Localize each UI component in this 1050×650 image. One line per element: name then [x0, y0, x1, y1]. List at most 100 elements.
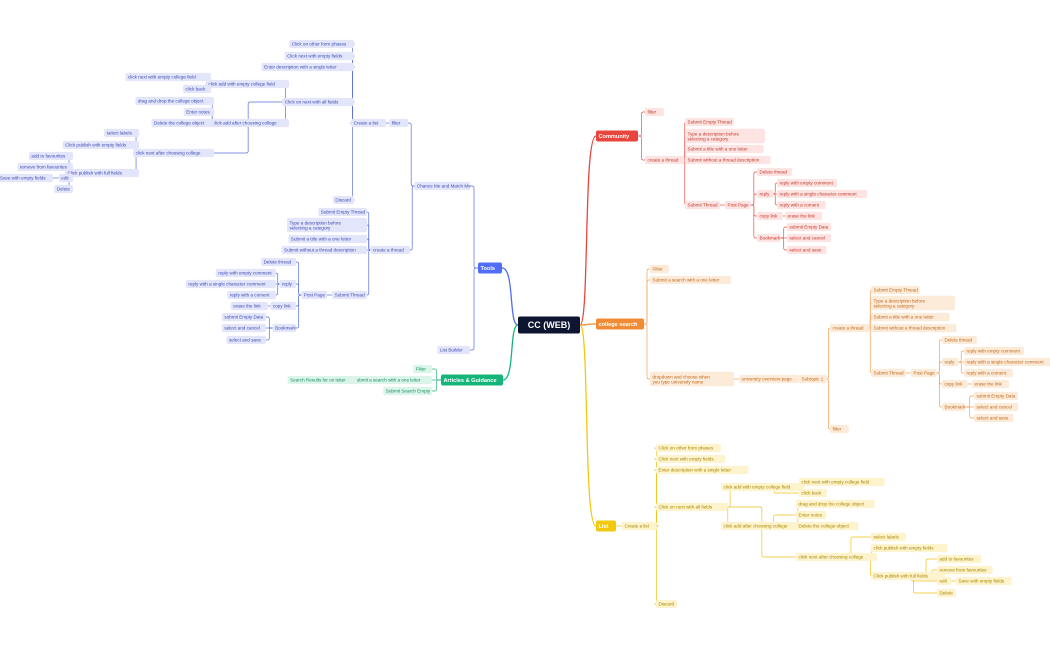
node-click-publish-with-empty-fields[interactable]: click publish with empty fields	[871, 543, 948, 553]
node-delete-thread[interactable]: Delete thread	[942, 335, 977, 345]
node-list[interactable]: List	[596, 520, 616, 532]
node-reply-with-a-coment[interactable]: reply with a coment	[777, 200, 826, 210]
node-enter-notes[interactable]: Enter notes	[796, 510, 827, 520]
node-articles-guidance[interactable]: Articles & Guidance	[441, 374, 503, 386]
node-submit-a-title-with-a-one-letter[interactable]: Submit a title with a one letter	[288, 234, 367, 244]
node-click-next-with-empty-fields[interactable]: Click next with empty fields	[284, 51, 354, 61]
node-click-next-with-empty-college-field[interactable]: click next with empty college field	[799, 477, 885, 487]
node-delete[interactable]: Delete	[54, 184, 73, 194]
node-enter-description-with-a-single-letter[interactable]: Enter description with a single letter	[261, 62, 354, 72]
node-select-and-cancel[interactable]: select and cancel	[974, 402, 1019, 412]
node-click-back[interactable]: click back	[183, 84, 211, 94]
node-submit-thread[interactable]: Submit Thread	[871, 368, 906, 378]
node-bookmark[interactable]: Bookmark	[942, 402, 966, 412]
node-cc-web[interactable]: CC (WEB)	[518, 316, 580, 334]
node-submit-thread[interactable]: Submit Thread	[332, 290, 367, 300]
node-enter-description-with-a-single-letter[interactable]: Enter description with a single letter	[656, 465, 749, 475]
node-drag-and-drop-the-college-object[interactable]: drag and drop the college object	[796, 499, 875, 509]
node-community[interactable]: Community	[596, 130, 638, 142]
node-submit-a-search-with-a-one-letter[interactable]: Submit a search with a one letter	[351, 375, 432, 385]
node-select-and-save[interactable]: select and save	[974, 413, 1014, 423]
node-click-add-after-choosing-college[interactable]: click add after choosing college	[721, 521, 800, 531]
node-reply-with-empty-comment[interactable]: reply with empty comment	[777, 178, 838, 188]
node-reply[interactable]: reply	[942, 357, 959, 367]
node-submit-a-search-with-a-one-letter[interactable]: Submit a search with a one letter	[650, 275, 731, 285]
node-submit-without-a-thread-description[interactable]: Submit without a thread description	[685, 155, 771, 165]
node-add-to-favourites[interactable]: add to favourites	[937, 554, 982, 564]
node-create-a-list[interactable]: Create a list	[622, 521, 657, 531]
node-erase-the-link[interactable]: erase the link	[972, 379, 1010, 389]
node-click-next-with-empty-fields[interactable]: Click next with empty fields	[656, 454, 726, 464]
node-delete-thread[interactable]: Delete thread	[757, 167, 792, 177]
node-delete-the-college-object[interactable]: Delete the college object	[796, 521, 859, 531]
node-reply[interactable]: reply	[757, 189, 774, 199]
node-edit[interactable]: edit	[937, 576, 952, 586]
node-list-builder[interactable]: List Builder	[437, 345, 470, 355]
node-delete[interactable]: Delete	[937, 588, 956, 598]
node-submit-search-empty[interactable]: Submit Search Empty	[383, 386, 432, 396]
node-bookmark[interactable]: Bookmark	[757, 233, 781, 243]
node-click-on-next-with-all-fields[interactable]: Click on next with all fields	[282, 97, 354, 107]
node-drag-and-drop-the-college-object[interactable]: drag and drop the college object	[135, 96, 214, 106]
node-submit-a-title-with-a-one-letter[interactable]: Submit a title with a one letter	[871, 312, 950, 322]
node-click-publish-with-full-fields[interactable]: Click publish with full fields	[871, 571, 945, 581]
node-filter[interactable]: Filter	[413, 364, 432, 374]
node-select-and-cancel[interactable]: select and cancel	[221, 323, 266, 333]
node-submit-thread[interactable]: Submit Thread	[685, 200, 720, 210]
node-tools[interactable]: Tools	[478, 262, 502, 274]
node-reply-with-a-coment[interactable]: reply with a coment	[227, 290, 276, 300]
node-remove-from-favourites[interactable]: remove from favourites	[17, 162, 73, 172]
node-discard[interactable]: Discard	[656, 599, 678, 609]
node-filter[interactable]: filter	[645, 107, 664, 117]
node-submit-empty-thread[interactable]: Submit Empty Thread	[318, 207, 367, 217]
node-submit-without-a-thread-description[interactable]: Submit without a thread description	[281, 245, 368, 255]
node-select-and-save[interactable]: select and save	[226, 335, 267, 345]
node-click-publish-with-full-fields[interactable]: Click publish with full fields	[65, 168, 139, 178]
node-post-page[interactable]: Post Page	[725, 200, 751, 210]
node-create-a-thread[interactable]: create a thread	[645, 155, 685, 165]
node-select-labels[interactable]: select labels	[104, 128, 139, 138]
node-click-on-next-with-all-fields[interactable]: Click on next with all fields	[656, 502, 728, 512]
node-save-with-empty-fields[interactable]: Save with empty fields	[956, 576, 1012, 586]
node-enter-notes[interactable]: Enter notes	[183, 107, 214, 117]
node-click-add-with-empty-college-field[interactable]: click add with empty college field	[721, 482, 805, 492]
node-submit-empty-data[interactable]: submit Empty Data	[221, 312, 266, 322]
node-add-to-favourites[interactable]: add to favourites	[28, 151, 73, 161]
node-select-labels[interactable]: select labels	[871, 532, 906, 542]
node-click-on-other-form-phases[interactable]: Click on other form phases	[656, 443, 721, 453]
node-chance-me-and-match-me[interactable]: Chance Me and Match Me	[414, 181, 471, 191]
node-select-and-save[interactable]: select and save	[787, 245, 827, 255]
node-copy-link[interactable]: copy link	[942, 379, 968, 389]
node-reply-with-empty-comment[interactable]: reply with empty comment	[215, 268, 276, 278]
node-submit-without-a-thread-description[interactable]: Submit without a thread description	[871, 323, 957, 333]
node-click-on-other-form-phases[interactable]: Click on other form phases	[289, 39, 354, 49]
node-college-search[interactable]: college search	[596, 318, 644, 330]
node-click-next-after-choosing-college[interactable]: click next after choosing college	[133, 148, 214, 158]
node-filter[interactable]: Filter	[650, 264, 669, 274]
node-post-page[interactable]: Post Page	[911, 368, 937, 378]
node-bookmark[interactable]: Bookmark	[272, 323, 297, 333]
node-copy-link[interactable]: copy link	[757, 211, 783, 221]
node-search-results-for-on-letter[interactable]: Search Results for on letter	[287, 375, 357, 385]
node-submit-empty-thread[interactable]: Submit Empty Thread	[685, 117, 734, 127]
node-click-back[interactable]: click back	[799, 488, 827, 498]
node-discard[interactable]: Discard	[332, 195, 354, 205]
node-reply-with-empty-comment[interactable]: reply with empty comment	[964, 346, 1025, 356]
node-save-with-empty-fields[interactable]: Save with empty fields	[0, 173, 53, 183]
node-click-publish-with-empty-fields[interactable]: Click publish with empty fields	[62, 140, 140, 150]
node-reply[interactable]: reply	[279, 279, 297, 289]
node-submit-empty-data[interactable]: submit Empty Data	[787, 222, 832, 232]
node-filter[interactable]: filter	[389, 118, 408, 128]
node-edit[interactable]: edit	[58, 173, 73, 183]
node-delete-the-college-object[interactable]: Delete the college object	[151, 118, 215, 128]
node-remove-from-favourites[interactable]: remove from favourites	[937, 565, 993, 575]
node-copy-link[interactable]: copy link	[270, 301, 296, 311]
node-delete-thread[interactable]: Delete thread	[261, 257, 296, 267]
node-erase-the-link[interactable]: erase the link	[785, 211, 823, 221]
node-university-overview-page[interactable]: university overview page	[739, 374, 800, 384]
node-reply-with-a-single-character-comment[interactable]: reply with a single character comment	[185, 279, 276, 289]
